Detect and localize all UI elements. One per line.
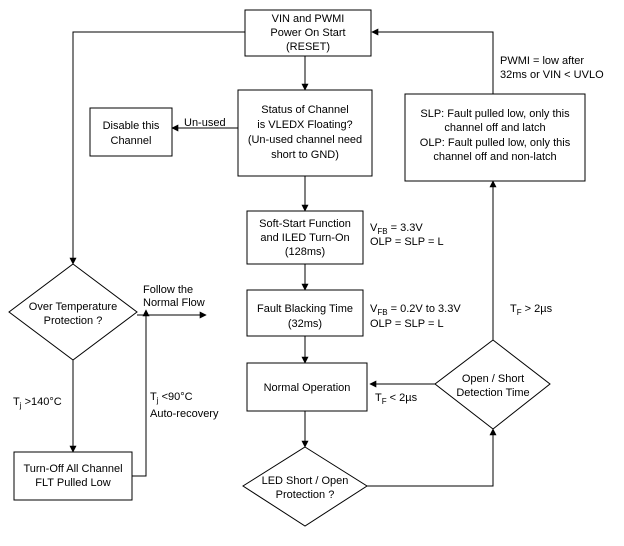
edge-labels: Un-used PWMI = low after 32ms or VIN < U…	[13, 55, 604, 420]
node-status-line-2: is VLEDX Floating?	[257, 119, 352, 131]
node-normal-line-1: Normal Operation	[264, 382, 351, 394]
node-softstart-line-2: and ILED Turn-On	[260, 232, 349, 244]
label-follow-1: Follow the	[143, 284, 193, 296]
label-unused: Un-used	[184, 117, 226, 129]
label-auto-recovery: Auto-recovery	[150, 408, 219, 420]
node-normal: Normal Operation	[246, 362, 368, 412]
node-slp-olp-line-2: channel off and latch	[444, 122, 545, 134]
node-detection-line-2: Detection Time	[456, 387, 529, 399]
node-led-short: LED Short / Open Protection ?	[242, 446, 368, 527]
node-disable: Disable this Channel	[89, 107, 173, 157]
node-softstart-line-1: Soft-Start Function	[259, 218, 351, 230]
node-start-line-1: VIN and PWMI	[272, 13, 345, 25]
node-turnoff: Turn-Off All Channel FLT Pulled Low	[13, 451, 133, 501]
node-fault-blank-line-1: Fault Blacking Time	[257, 303, 353, 315]
node-start-line-3: (RESET)	[286, 41, 330, 53]
node-status: Status of Channel is VLEDX Floating? (Un…	[237, 89, 373, 177]
node-slp-olp: SLP: Fault pulled low, only this channel…	[404, 93, 586, 182]
node-start: VIN and PWMI Power On Start (RESET)	[244, 9, 372, 57]
arrow-start-to-otp	[69, 31, 245, 265]
node-slp-olp-line-3: OLP: Fault pulled low, only this	[420, 137, 571, 149]
label-vfb-faultblank: VFB = 0.2V to 3.3V	[370, 303, 461, 317]
node-status-line-4: short to GND)	[271, 149, 339, 161]
node-start-line-2: Power On Start	[270, 27, 345, 39]
node-status-line-1: Status of Channel	[261, 104, 348, 116]
node-detection: Open / Short Detection Time	[434, 339, 551, 430]
node-slp-olp-line-4: channel off and non-latch	[433, 151, 556, 163]
node-led-short-line-2: Protection ?	[276, 489, 335, 501]
node-led-short-line-1: LED Short / Open	[262, 475, 349, 487]
node-slp-olp-line-1: SLP: Fault pulled low, only this	[420, 108, 570, 120]
node-otp: Over Temperature Protection ?	[8, 263, 138, 361]
label-tj-cool: Tj <90°C	[150, 391, 193, 405]
label-vfb-softstart: VFB = 3.3V	[370, 222, 423, 236]
label-olp-faultblank: OLP = SLP = L	[370, 318, 444, 330]
label-pwmi-note-2: 32ms or VIN < UVLO	[500, 69, 604, 81]
label-tj-hot: Tj >140°C	[13, 396, 62, 410]
node-otp-line-2: Protection ?	[44, 315, 103, 327]
node-status-line-3: (Un-used channel need	[248, 134, 362, 146]
connectors	[69, 28, 497, 487]
node-disable-line-1: Disable this	[103, 120, 160, 132]
node-turnoff-line-2: FLT Pulled Low	[35, 477, 110, 489]
node-softstart: Soft-Start Function and ILED Turn-On (12…	[246, 210, 364, 265]
label-follow-2: Normal Flow	[143, 297, 205, 309]
node-turnoff-line-1: Turn-Off All Channel	[23, 463, 122, 475]
arrow-slpolp-to-start	[371, 28, 494, 94]
label-tf-greater: TF > 2µs	[510, 303, 553, 317]
node-disable-line-2: Channel	[111, 135, 152, 147]
node-otp-line-1: Over Temperature	[29, 301, 117, 313]
node-softstart-line-3: (128ms)	[285, 246, 325, 258]
label-olp-softstart: OLP = SLP = L	[370, 236, 444, 248]
label-tf-less: TF < 2µs	[375, 392, 418, 406]
label-pwmi-note-1: PWMI = low after	[500, 55, 584, 67]
arrow-turnoff-to-otp-recovery	[132, 309, 150, 477]
arrow-ledshort-to-detection	[367, 428, 497, 487]
node-fault-blank: Fault Blacking Time (32ms)	[246, 289, 364, 337]
node-fault-blank-line-2: (32ms)	[288, 318, 322, 330]
node-detection-line-1: Open / Short	[462, 373, 524, 385]
